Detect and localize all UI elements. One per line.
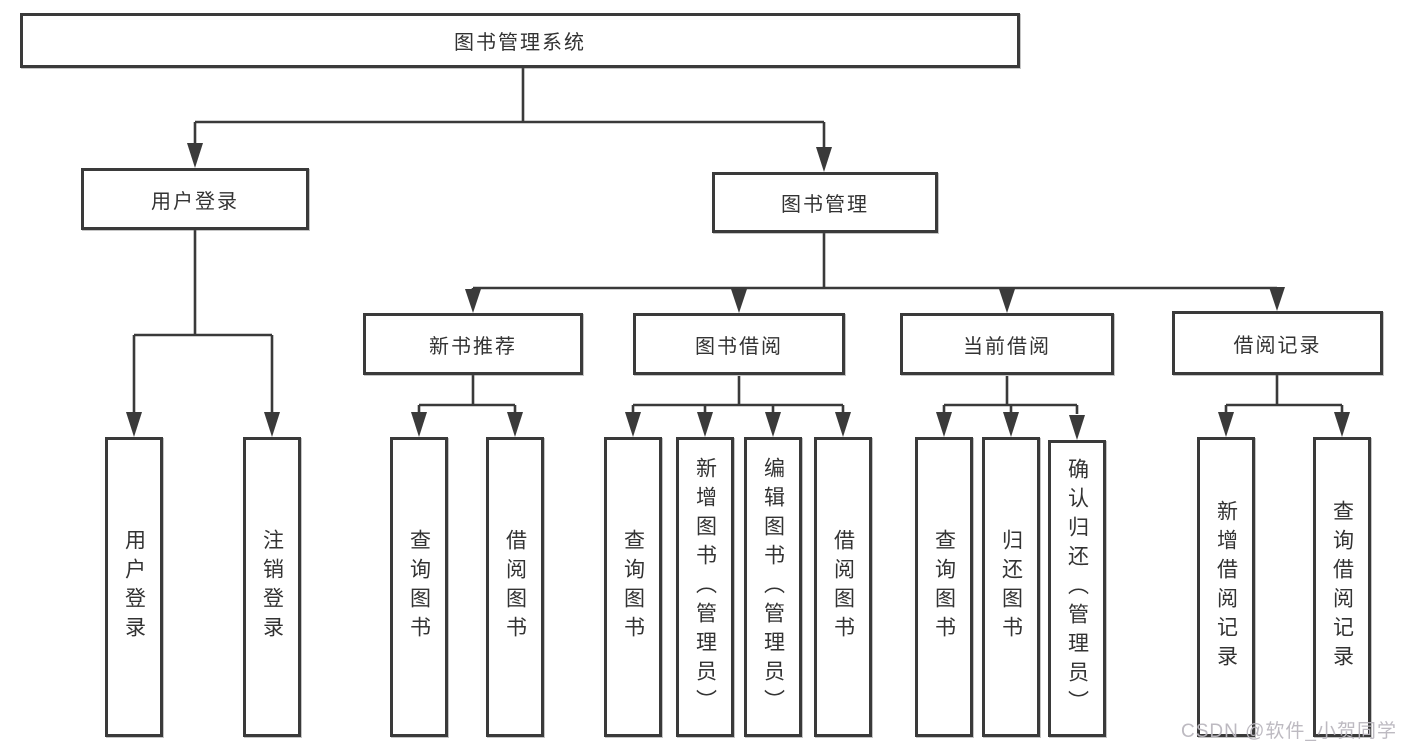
node-borrow-records: 借阅记录 bbox=[1172, 311, 1383, 375]
node-current-borrow-label: 当前借阅 bbox=[963, 335, 1051, 358]
leaf-add-books-admin-label: 新增图书（管理员） bbox=[693, 456, 717, 718]
leaf-user-login: 用户登录 bbox=[105, 437, 163, 737]
leaf-confirm-return-admin: 确认归还（管理员） bbox=[1048, 440, 1106, 737]
node-root-library-system: 图书管理系统 bbox=[20, 13, 1020, 68]
leaf-query-books-current-label: 查询图书 bbox=[932, 529, 956, 645]
node-book-management-label: 图书管理 bbox=[781, 194, 869, 216]
leaf-query-books-recommend-label: 查询图书 bbox=[407, 529, 431, 645]
leaf-query-books-recommend: 查询图书 bbox=[390, 437, 448, 737]
leaf-add-books-admin: 新增图书（管理员） bbox=[676, 437, 734, 737]
leaf-borrow-books-label: 借阅图书 bbox=[831, 529, 855, 645]
leaf-logout: 注销登录 bbox=[243, 437, 301, 737]
leaf-edit-books-admin-label: 编辑图书（管理员） bbox=[761, 456, 785, 718]
leaf-user-login-label: 用户登录 bbox=[122, 529, 146, 645]
leaf-query-books-borrow: 查询图书 bbox=[604, 437, 662, 737]
leaf-add-borrow-record-label: 新增借阅记录 bbox=[1214, 500, 1238, 674]
node-book-borrow-label: 图书借阅 bbox=[695, 335, 783, 358]
leaf-add-borrow-record: 新增借阅记录 bbox=[1197, 437, 1255, 737]
leaf-query-books-current: 查询图书 bbox=[915, 437, 973, 737]
leaf-logout-label: 注销登录 bbox=[260, 529, 284, 645]
leaf-return-books-label: 归还图书 bbox=[999, 529, 1023, 645]
node-new-book-recommend: 新书推荐 bbox=[363, 313, 583, 375]
node-user-login-label: 用户登录 bbox=[151, 190, 239, 213]
leaf-borrow-books: 借阅图书 bbox=[814, 437, 872, 737]
leaf-borrow-books-recommend-label: 借阅图书 bbox=[503, 529, 527, 645]
leaf-edit-books-admin: 编辑图书（管理员） bbox=[744, 437, 802, 737]
leaf-query-borrow-record-label: 查询借阅记录 bbox=[1330, 500, 1354, 674]
node-book-borrow: 图书借阅 bbox=[633, 313, 845, 375]
leaf-confirm-return-admin-label: 确认归还（管理员） bbox=[1065, 458, 1089, 719]
node-user-login: 用户登录 bbox=[81, 168, 309, 230]
node-new-book-recommend-label: 新书推荐 bbox=[429, 335, 517, 358]
leaf-borrow-books-recommend: 借阅图书 bbox=[486, 437, 544, 737]
leaf-query-books-borrow-label: 查询图书 bbox=[621, 529, 645, 645]
node-book-management: 图书管理 bbox=[712, 172, 938, 233]
leaf-return-books: 归还图书 bbox=[982, 437, 1040, 737]
leaf-query-borrow-record: 查询借阅记录 bbox=[1313, 437, 1371, 737]
node-current-borrow: 当前借阅 bbox=[900, 313, 1114, 375]
node-borrow-records-label: 借阅记录 bbox=[1233, 334, 1322, 357]
node-root-label: 图书管理系统 bbox=[454, 32, 586, 54]
csdn-watermark: CSDN @软件_小贺同学 bbox=[1181, 721, 1397, 742]
